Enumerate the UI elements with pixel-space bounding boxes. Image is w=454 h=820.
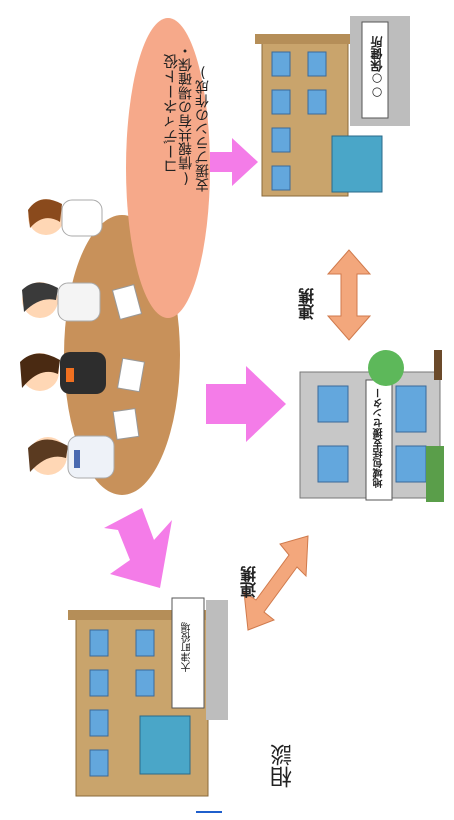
link-label-upper: 連携: [298, 288, 317, 320]
town-office-building: [68, 597, 228, 797]
orange-link-arrow-upper: [326, 249, 372, 341]
coordinator-bubble: [126, 18, 210, 318]
person-1: [28, 199, 103, 237]
health-center-building: [255, 16, 410, 197]
bubble-line-2: 支援プランの作成): [195, 64, 211, 192]
pink-arrow-to-health-center: [210, 138, 258, 186]
consult-label: 相談: [271, 744, 296, 788]
person-3: [20, 352, 106, 394]
meeting-people: [20, 199, 115, 479]
orange-link-arrow-lower: [243, 535, 309, 631]
town-office-label: 大津町役場: [182, 622, 193, 672]
support-center-building: [299, 350, 444, 502]
support-center-label: 地域包括支援センター: [374, 388, 385, 488]
link-label-lower: 連携: [240, 566, 259, 598]
pink-arrow-to-support-center: [206, 366, 286, 442]
person-4: [28, 435, 115, 479]
person-2: [22, 282, 101, 322]
health-center-label: ○○保健所: [370, 36, 384, 100]
pink-arrow-to-town-office: [104, 508, 172, 588]
